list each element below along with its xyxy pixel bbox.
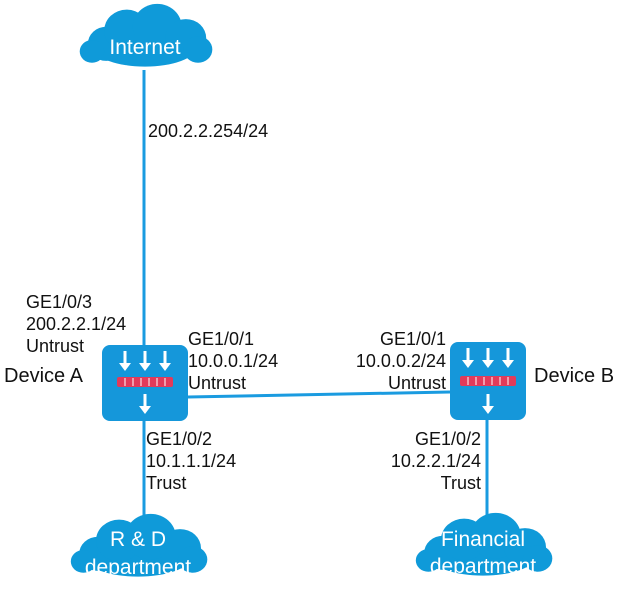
internet-ip: 200.2.2.254/24 — [148, 121, 268, 141]
device-b[interactable] — [450, 342, 526, 420]
device-a-ge1-ip: 10.0.0.1/24 — [188, 351, 278, 371]
device-a-ge2-ip: 10.1.1.1/24 — [146, 451, 236, 471]
device-a-ge2-port: GE1/0/2 — [146, 429, 212, 449]
firewall-bar — [460, 376, 516, 386]
firewall-bar — [117, 377, 173, 387]
rd-label-line2: department — [85, 556, 191, 579]
device-a-ge3-port: GE1/0/3 — [26, 292, 92, 312]
device-b-ge2-ip: 10.2.2.1/24 — [391, 451, 481, 471]
links — [142, 70, 489, 520]
device-a[interactable] — [102, 345, 188, 421]
internet-cloud: Internet — [79, 3, 213, 67]
device-b-name: Device B — [534, 365, 614, 387]
financial-department-cloud: Financial department — [415, 512, 553, 578]
financial-label-line1: Financial — [441, 528, 525, 551]
financial-label-line2: department — [430, 555, 536, 578]
device-a-ge1-port: GE1/0/1 — [188, 329, 254, 349]
device-a-ge2-zone: Trust — [146, 473, 186, 493]
rd-label-line1: R & D — [110, 528, 166, 551]
internet-label: Internet — [109, 36, 180, 59]
rd-department-cloud: R & D department — [70, 513, 208, 579]
device-b-ge1-ip: 10.0.0.2/24 — [356, 351, 446, 371]
device-b-ge1-port: GE1/0/1 — [380, 329, 446, 349]
device-a-name: Device A — [4, 365, 84, 387]
device-a-ge3-ip: 200.2.2.1/24 — [26, 314, 126, 334]
device-b-ge2-zone: Trust — [441, 473, 481, 493]
down-arrow-icon — [462, 348, 514, 414]
device-b-ge2-port: GE1/0/2 — [415, 429, 481, 449]
link-device-a-device-b — [187, 390, 451, 399]
device-a-ge1-zone: Untrust — [188, 373, 246, 393]
down-arrow-icon — [119, 351, 171, 414]
device-b-ge1-zone: Untrust — [388, 373, 446, 393]
device-a-ge3-zone: Untrust — [26, 336, 84, 356]
